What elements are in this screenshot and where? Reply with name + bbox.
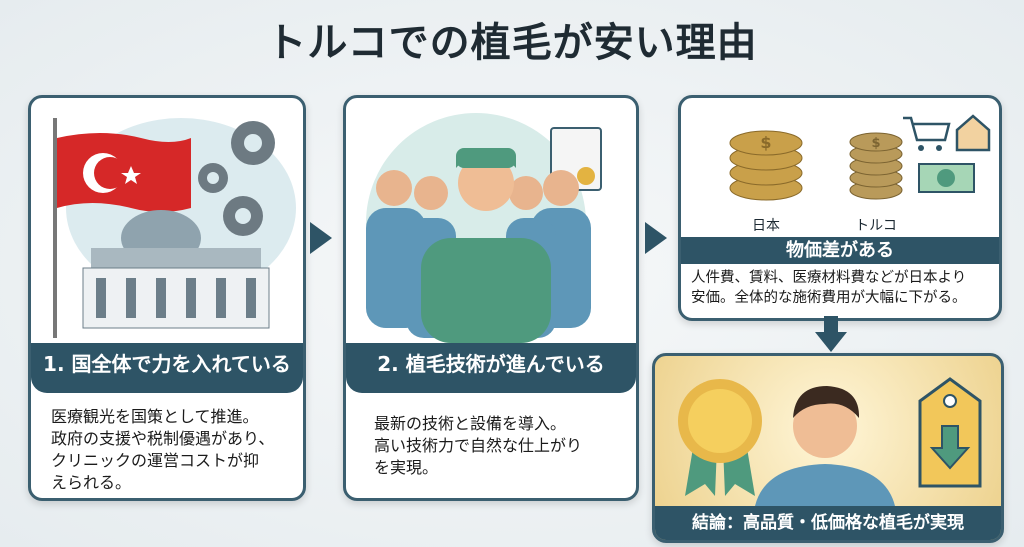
label-turkey: トルコ [855,218,897,234]
card-heading: 物価差がある [681,237,999,264]
text-line: クリニックの運営コストが抑 [51,451,260,470]
card-conclusion: 結論：高品質・低価格な植毛が実現 [652,353,1004,543]
text-line: 最新の技術と設備を導入。 [374,414,567,433]
card-heading: 1. 国全体で力を入れている [31,343,303,393]
page-title: トルコでの植毛が安い理由 [266,20,758,66]
text-line: 政府の支援や税制優遇があり、 [51,429,275,448]
card-description: 医療観光を国策として推進。 政府の支援や税制優遇があり、 クリニックの運営コスト… [51,406,296,494]
government-illustration-icon [53,118,296,338]
surgeons-illustration-icon [366,113,602,343]
text-line: 人件費、賃料、医療材料費などが日本より [691,270,967,286]
arrow-down-icon [815,332,847,352]
coins-illustration-icon: $ $ [729,114,991,201]
card-technology: 2. 植毛技術が進んでいる 最新の技術と設備を導入。 高い技術力で自然な仕上がり… [343,95,639,501]
svg-text:$: $ [760,133,771,152]
text-line: 高い技術力で自然な仕上がり [374,436,583,455]
arrow-down-stem [824,316,838,334]
card-heading: 2. 植毛技術が進んでいる [346,343,636,393]
text-line: 医療観光を国策として推進。 [51,407,259,426]
arrow-right-icon [645,222,667,254]
text-line: 安価。全体的な施術費用が大幅に下がる。 [691,290,967,306]
card-government: 1. 国全体で力を入れている 医療観光を国策として推進。 政府の支援や税制優遇が… [28,95,306,501]
conclusion-heading: 結論：高品質・低価格な植毛が実現 [655,506,1001,540]
svg-text:$: $ [871,136,880,151]
conclusion-illustration-icon [678,377,982,506]
arrow-right-icon [310,222,332,254]
card-description: 人件費、賃料、医療材料費などが日本より 安価。全体的な施術費用が大幅に下がる。 [691,268,996,308]
text-line: えられる。 [51,473,132,492]
card-description: 最新の技術と設備を導入。 高い技術力で自然な仕上がり を実現。 [374,413,629,479]
card-price-difference: $ $ 日本 トルコ 物価差がある 人件費、賃料、医療材料費などが日本より 安価… [678,95,1002,321]
label-japan: 日本 [752,218,780,234]
text-line: を実現。 [374,458,439,477]
